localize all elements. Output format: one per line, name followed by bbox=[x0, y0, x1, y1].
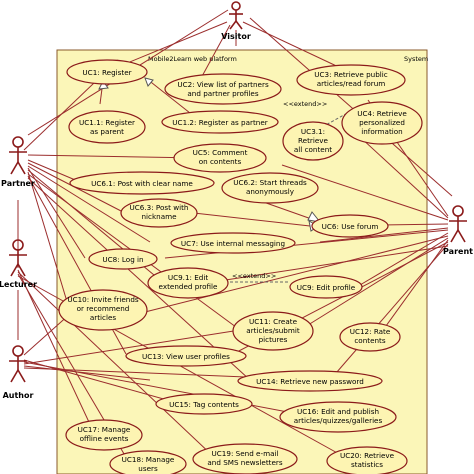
uc19-label-1: UC19: Send e-mail bbox=[212, 449, 279, 458]
use-case-uc18[interactable]: UC18: Manage users bbox=[109, 450, 187, 474]
uc14-label: UC14: Retrieve new password bbox=[256, 377, 364, 386]
uc11-label-1: UC11: Create bbox=[249, 317, 298, 326]
system-label: System bbox=[404, 55, 428, 63]
uc1-2-label: UC1.2: Register as partner bbox=[172, 118, 267, 127]
uc3-1-label-2: Retrieve bbox=[298, 136, 329, 145]
uc10-label-1: UC10: Invite friends bbox=[67, 295, 139, 304]
uc15-label: UC15: Tag contents bbox=[169, 400, 239, 409]
use-case-uc5[interactable]: UC5: Comment on contents bbox=[173, 143, 267, 173]
uc9-1-label-1: UC9.1: Edit bbox=[168, 273, 209, 282]
actor-lecturer[interactable]: Lecturer bbox=[0, 239, 37, 289]
uc9-1-label-2: extended profile bbox=[159, 282, 218, 291]
uc12-label-2: contents bbox=[354, 336, 386, 345]
actor-visitor-label: Visitor bbox=[221, 32, 251, 41]
extend-label-uc9: <<extend>> bbox=[232, 272, 276, 280]
extend-label-uc3: <<extend>> bbox=[283, 100, 327, 108]
use-case-uc16[interactable]: UC16: Edit and publish articles/quizzes/… bbox=[279, 401, 397, 433]
uc3-label-1: UC3: Retrieve public bbox=[314, 70, 387, 79]
uc10-label-2: or recommend bbox=[77, 304, 130, 313]
associations bbox=[17, 9, 453, 465]
uc11-label-3: pictures bbox=[259, 335, 288, 344]
uc7-label: UC7: Use internal messaging bbox=[181, 239, 285, 248]
actor-parent-label: Parent bbox=[443, 247, 473, 256]
uc8-label: UC8: Log in bbox=[102, 255, 143, 264]
use-case-uc10[interactable]: UC10: Invite friends or recommend articl… bbox=[58, 289, 148, 331]
uc6-3-label-2: nickname bbox=[141, 212, 177, 221]
uc9-label: UC9: Edit profile bbox=[297, 283, 356, 292]
uc2-label-2: and partner profiles bbox=[187, 89, 258, 98]
uc6-3-label-1: UC6.3: Post with bbox=[130, 203, 189, 212]
use-case-uc3-1[interactable]: UC3.1: Retrieve all content bbox=[282, 121, 344, 161]
use-case-uc15[interactable]: UC15: Tag contents bbox=[155, 393, 253, 415]
uc13-label: UC13: View user profiles bbox=[142, 352, 230, 361]
uc1-label: UC1: Register bbox=[82, 68, 131, 77]
uc6-label: UC6: Use forum bbox=[322, 222, 379, 231]
use-case-uc12[interactable]: UC12: Rate contents bbox=[339, 322, 401, 352]
uc2-label-1: UC2: View list of partners bbox=[177, 80, 269, 89]
use-case-uc14[interactable]: UC14: Retrieve new password bbox=[237, 370, 383, 392]
actor-partner-label: Partner bbox=[1, 179, 35, 188]
uc18-label-1: UC18: Manage bbox=[122, 455, 175, 464]
uc6-1-label: UC6.1: Post with clear name bbox=[91, 179, 193, 188]
uc3-label-2: articles/read forum bbox=[317, 79, 386, 88]
uc20-label-1: UC20: Retrieve bbox=[340, 451, 395, 460]
uc10-label-3: articles bbox=[90, 313, 117, 322]
use-case-uc7[interactable]: UC7: Use internal messaging bbox=[170, 232, 296, 254]
use-case-uc19[interactable]: UC19: Send e-mail and SMS newsletters bbox=[192, 443, 298, 474]
use-case-uc11[interactable]: UC11: Create articles/submit pictures bbox=[232, 311, 314, 351]
use-case-uc20[interactable]: UC20: Retrieve statistics bbox=[326, 446, 408, 474]
system-title: Mobile2Learn web platform bbox=[148, 55, 237, 63]
actor-visitor[interactable]: Visitor bbox=[221, 1, 251, 41]
use-case-uc6-2[interactable]: UC6.2: Start threads anonymously bbox=[221, 172, 319, 204]
use-case-uc6[interactable]: UC6: Use forum bbox=[311, 214, 389, 238]
use-case-uc1-1[interactable]: UC1.1: Register as parent bbox=[68, 110, 146, 144]
use-case-uc9-1[interactable]: UC9.1: Edit extended profile bbox=[147, 267, 229, 299]
use-case-uc17[interactable]: UC17: Manage offline events bbox=[65, 419, 143, 451]
use-case-uc8[interactable]: UC8: Log in bbox=[88, 248, 158, 270]
use-case-uc2[interactable]: UC2: View list of partners and partner p… bbox=[164, 73, 282, 105]
use-case-uc6-1[interactable]: UC6.1: Post with clear name bbox=[69, 171, 215, 195]
actor-parent[interactable]: Parent bbox=[443, 205, 473, 256]
use-case-uc1-2[interactable]: UC1.2: Register as partner bbox=[161, 110, 279, 134]
uc6-2-label-2: anonymously bbox=[246, 187, 295, 196]
use-case-uc3[interactable]: UC3: Retrieve public articles/read forum bbox=[296, 64, 406, 96]
uc20-label-2: statistics bbox=[351, 460, 383, 469]
uc5-label-2: on contents bbox=[199, 157, 242, 166]
uc17-label-1: UC17: Manage bbox=[78, 425, 131, 434]
uc4-label-3: information bbox=[361, 127, 402, 136]
actor-lecturer-label: Lecturer bbox=[0, 280, 37, 289]
use-case-uc4[interactable]: UC4: Retrieve personalized information bbox=[341, 101, 423, 145]
actor-partner[interactable]: Partner bbox=[1, 136, 35, 188]
uc19-label-2: and SMS newsletters bbox=[207, 458, 282, 467]
actor-author[interactable]: Author bbox=[3, 345, 34, 400]
relations: <<extend>> <<extend>> bbox=[98, 77, 361, 283]
use-case-uc1[interactable]: UC1: Register bbox=[66, 59, 148, 85]
uc1-1-label-2: as parent bbox=[90, 127, 124, 136]
uc3-1-label-1: UC3.1: bbox=[301, 127, 325, 136]
uc11-label-2: articles/submit bbox=[246, 326, 300, 335]
uc6-2-label-1: UC6.2: Start threads bbox=[233, 178, 307, 187]
uc16-label-2: articles/quizzes/galleries bbox=[294, 416, 383, 425]
actor-author-label: Author bbox=[3, 391, 34, 400]
uc3-1-label-3: all content bbox=[294, 145, 332, 154]
uc17-label-2: offline events bbox=[80, 434, 129, 443]
uc5-label-1: UC5: Comment bbox=[193, 148, 248, 157]
uc1-1-label-1: UC1.1: Register bbox=[79, 118, 135, 127]
uc16-label-1: UC16: Edit and publish bbox=[297, 407, 379, 416]
uc12-label-1: UC12: Rate bbox=[350, 327, 391, 336]
use-case-uc6-3[interactable]: UC6.3: Post with nickname bbox=[120, 198, 198, 228]
uc4-label-2: personalized bbox=[359, 118, 405, 127]
uc18-label-2: users bbox=[138, 464, 158, 473]
use-case-uc9[interactable]: UC9: Edit profile bbox=[289, 275, 363, 299]
use-case-uc13[interactable]: UC13: View user profiles bbox=[125, 345, 247, 367]
uc4-label-1: UC4: Retrieve bbox=[357, 109, 407, 118]
